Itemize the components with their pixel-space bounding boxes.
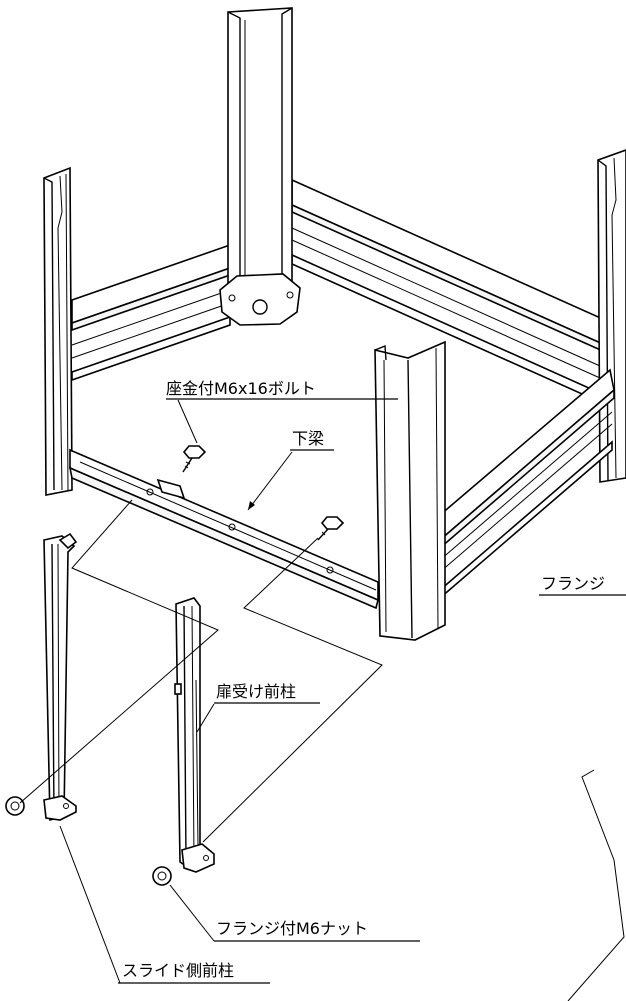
- left-beam: [71, 243, 231, 382]
- label-text: 座金付M6x16ボルト: [166, 379, 316, 398]
- nut-right: [152, 866, 172, 886]
- label-slide-post: スライド側前柱: [118, 961, 270, 984]
- label-text: スライド側前柱: [122, 961, 234, 980]
- door-receiving-front-post: [174, 597, 215, 873]
- bolt-right: [317, 516, 345, 541]
- back-left-post: [43, 166, 73, 496]
- label-text: フランジ付M6ナット: [216, 919, 368, 938]
- label-washer-bolt: 座金付M6x16ボルト: [166, 379, 398, 400]
- label-text: 下梁: [292, 429, 324, 448]
- guide-lines: [19, 499, 625, 1001]
- leader-lines: [59, 399, 293, 984]
- bolt-left: [182, 445, 207, 473]
- back-right-beam: [291, 178, 606, 404]
- label-flange: フランジ: [539, 574, 626, 596]
- nut-left: [5, 796, 25, 816]
- label-door-post: 扉受け前柱: [214, 682, 320, 704]
- slide-side-front-post: [43, 532, 78, 822]
- lower-beam: [68, 434, 379, 610]
- label-flange-nut: フランジ付M6ナット: [214, 919, 420, 942]
- label-text: 扉受け前柱: [216, 682, 296, 701]
- front-corner-post: [374, 340, 446, 641]
- right-front-beam: [439, 368, 615, 600]
- label-lower-beam: 下梁: [290, 429, 334, 451]
- label-text: フランジ: [541, 574, 605, 593]
- back-center-column: [219, 7, 301, 326]
